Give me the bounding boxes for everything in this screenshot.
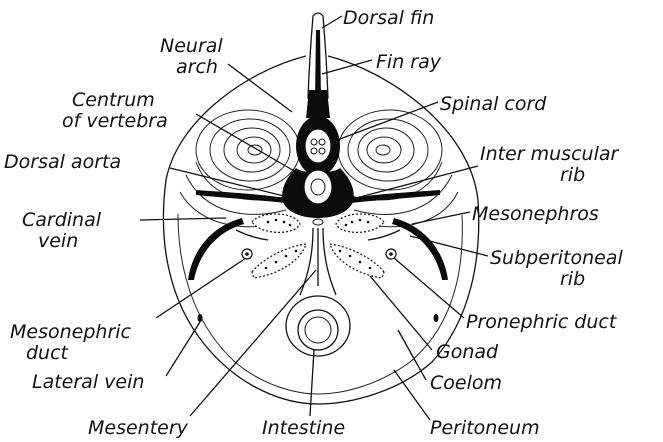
label-spinal-cord: Spinal cord	[440, 93, 547, 115]
label-dorsal-aorta: Dorsal aorta	[4, 151, 121, 173]
label-centrum-line1: Centrum	[72, 89, 155, 111]
dorsal-aorta	[313, 210, 323, 217]
label-gonad: Gonad	[436, 341, 499, 363]
label-fin-ray: Fin ray	[376, 51, 442, 73]
label-cardinal-line2: vein	[38, 230, 78, 252]
label-intestine: Intestine	[262, 417, 345, 439]
intestine	[298, 310, 338, 350]
muscle-whorls-right	[338, 110, 458, 227]
label-peritoneum: Peritoneum	[430, 417, 540, 439]
label-mesonephric-line2: duct	[26, 342, 70, 364]
label-neural-arch-line2: arch	[176, 56, 218, 78]
fin-ray	[315, 30, 321, 100]
label-pronephric-duct: Pronephric duct	[466, 311, 618, 333]
vertebra	[282, 90, 354, 225]
spinal-cord	[305, 129, 331, 163]
label-coelom: Coelom	[430, 372, 502, 394]
label-inter-muscular-line1: Inter muscular	[480, 143, 619, 165]
label-lateral-vein: Lateral vein	[32, 371, 144, 393]
label-inter-muscular-line2: rib	[560, 164, 585, 186]
label-neural-arch-line1: Neural	[160, 35, 223, 57]
label-mesonephros: Mesonephros	[472, 203, 599, 225]
label-mesonephric-line1: Mesonephric	[10, 321, 132, 343]
label-mesentery: Mesentery	[88, 417, 189, 439]
muscle-whorls-left	[180, 110, 300, 227]
label-subperitoneal-line1: Subperitoneal	[490, 247, 623, 269]
centrum	[304, 170, 332, 204]
ducts	[242, 249, 396, 259]
label-subperitoneal-line2: rib	[560, 268, 585, 290]
label-cardinal-line1: Cardinal	[22, 209, 102, 231]
neural-arch	[306, 90, 330, 118]
intermuscular-rib-left	[196, 190, 286, 203]
label-dorsal-fin: Dorsal fin	[343, 7, 434, 29]
subperitoneal-rib-left	[188, 218, 244, 280]
subperitoneal-rib-right	[392, 218, 448, 280]
label-centrum-line2: of vertebra	[62, 110, 168, 132]
